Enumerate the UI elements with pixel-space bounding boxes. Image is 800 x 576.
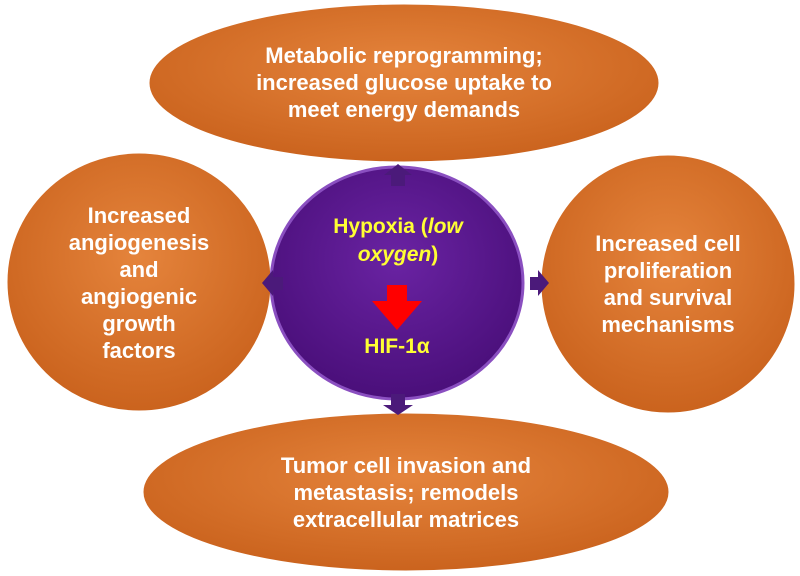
arrow-left-icon: [262, 270, 283, 296]
node-bottom-label: Tumor cell invasion and metastasis; remo…: [280, 452, 532, 532]
hypoxia-suffix: ): [431, 243, 439, 266]
hypoxia-italic-low: low: [427, 215, 463, 238]
arrow-down-icon: [383, 394, 413, 415]
node-left-label: Increased angiogenesis and angiogenic gr…: [68, 203, 210, 363]
node-right-label: Increased cell proliferation and surviva…: [595, 231, 741, 337]
hypoxia-prefix: Hypoxia (: [333, 215, 428, 238]
hypoxia-italic-oxygen: oxygen: [357, 243, 432, 266]
hif1a-label: HIF-1α: [364, 335, 430, 358]
arrow-right-icon: [530, 270, 549, 296]
center-hypoxia-label: Hypoxia (low oxygen): [300, 213, 496, 269]
center-hypoxia-circle: [269, 165, 525, 401]
arrow-up-icon: [384, 164, 412, 186]
node-top-ellipse: [146, 1, 662, 165]
node-top-label: Metabolic reprogramming; increased gluco…: [256, 42, 552, 122]
node-bottom-ellipse: [140, 410, 672, 574]
red-down-arrow-icon: [372, 285, 422, 330]
